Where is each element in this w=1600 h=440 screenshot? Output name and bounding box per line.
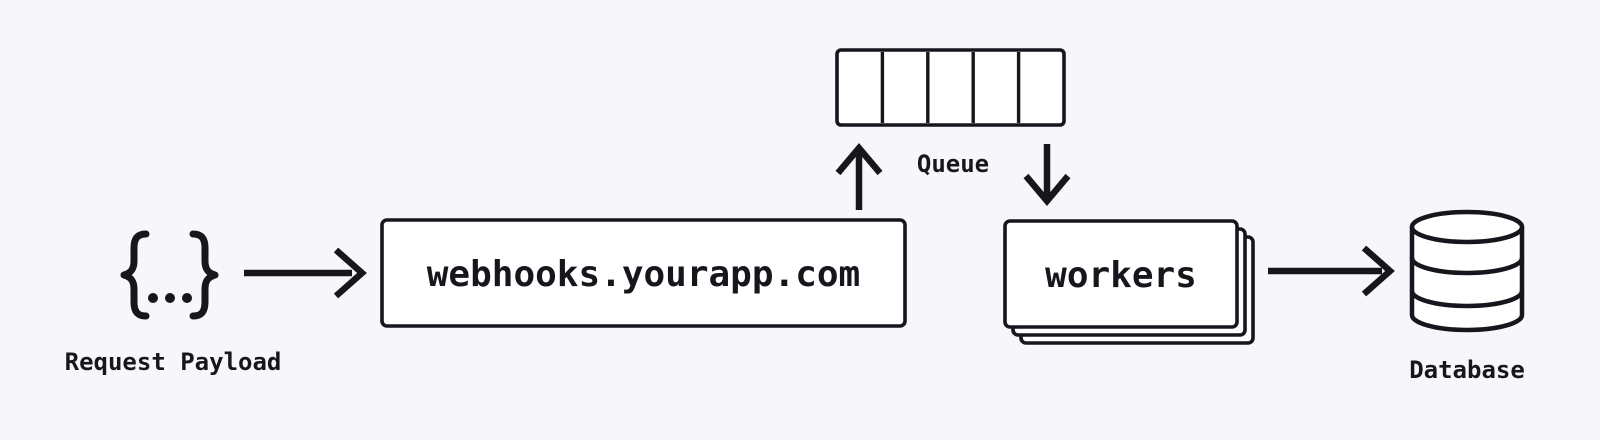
webhook-server-node: webhooks.yourapp.com [380,218,907,328]
database-node: Database [1409,209,1525,384]
database-cylinder-icon [1409,209,1525,333]
queue-box [835,48,1066,127]
workers-label: workers [1045,255,1197,296]
webhook-server-label: webhooks.yourapp.com [427,254,860,295]
workers-node: workers [1003,219,1255,345]
arrow-workers-to-database [1268,245,1395,297]
database-label: Database [1409,356,1525,384]
workers-stack-front [1003,219,1239,329]
curly-braces-icon [120,230,219,320]
arrow-queue-to-workers [1023,144,1071,207]
queue-label: Queue [917,150,989,178]
arrow-payload-to-server [244,247,367,299]
request-payload-node: Request Payload [65,230,282,376]
arrow-server-to-queue [835,142,883,210]
queue-slot-dividers [880,52,1021,123]
queue-node: Queue [835,48,1066,178]
request-payload-label: Request Payload [65,348,282,376]
